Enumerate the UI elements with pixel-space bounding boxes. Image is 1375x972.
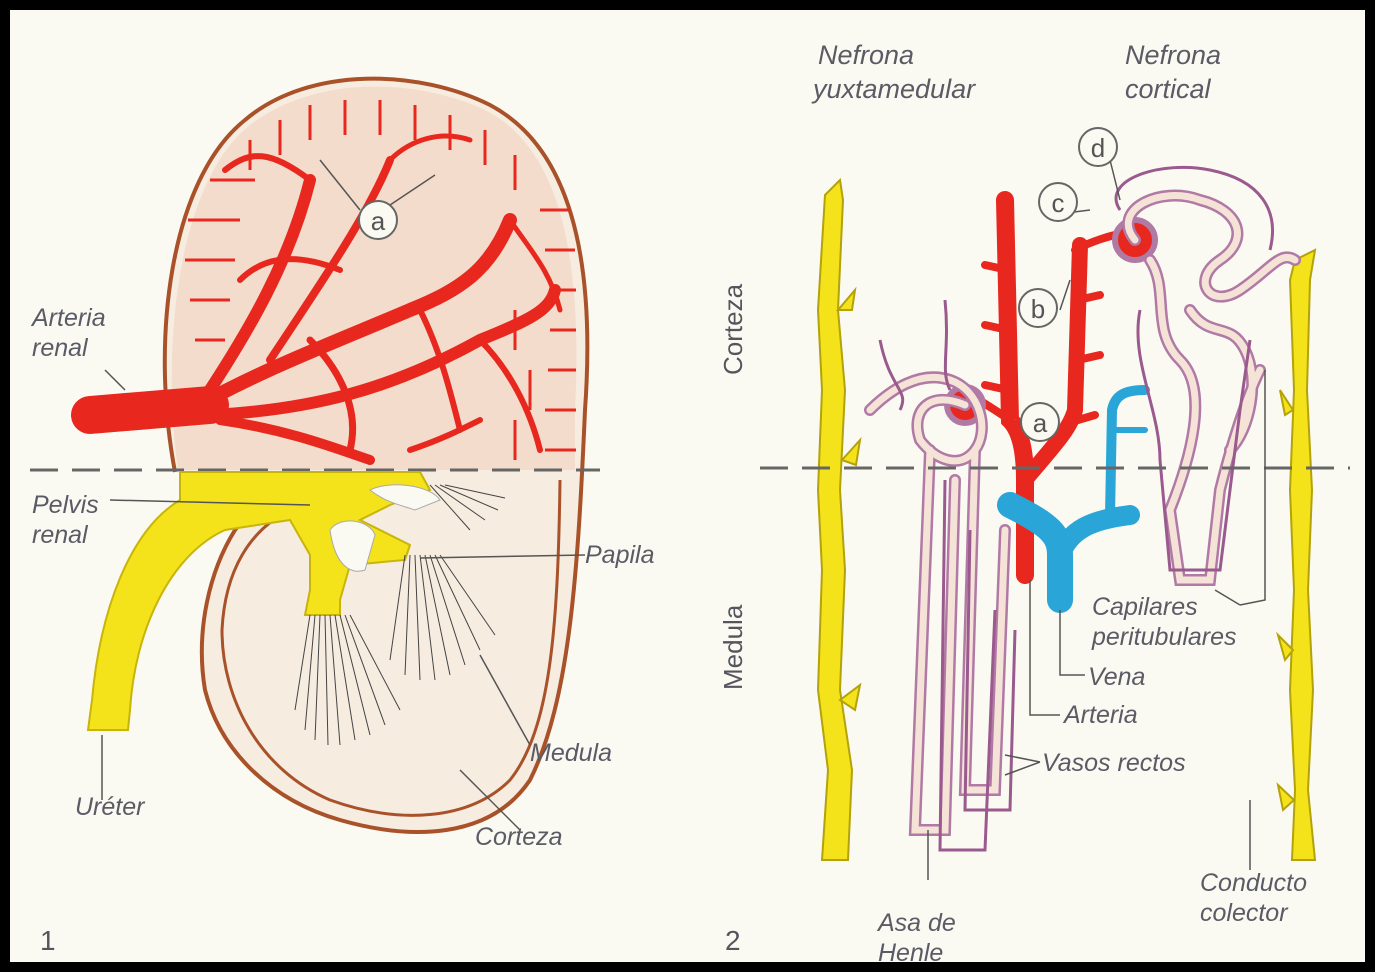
marker-a-panel1: a [358, 200, 398, 240]
diagram-frame: Arteria renal Pelvis renal Papila Medula… [10, 10, 1365, 962]
label-vasos-rectos: Vasos rectos [1042, 748, 1186, 778]
marker-c: c [1038, 182, 1078, 222]
label-arteria: Arteria [1064, 700, 1138, 730]
label-asa-1: Asa de [878, 908, 956, 938]
title-yuxta-2: yuxtamedular [813, 74, 975, 104]
title-yuxta-1: Nefrona [818, 40, 914, 70]
label-papila: Papila [585, 540, 655, 570]
label-capilares-1: Capilares [1092, 592, 1198, 622]
label-vena: Vena [1088, 662, 1145, 692]
kidney-illustration [10, 10, 1365, 962]
marker-b: b [1018, 288, 1058, 328]
zone-medula: Medula [718, 605, 749, 690]
label-pelvis-renal-1: Pelvis [32, 490, 99, 520]
title-cortical-1: Nefrona [1125, 40, 1221, 70]
label-ureter: Uréter [75, 792, 144, 822]
label-medula: Medula [530, 738, 612, 768]
label-pelvis-renal-2: renal [32, 520, 88, 550]
label-corteza: Corteza [475, 822, 563, 852]
zone-corteza: Corteza [718, 284, 749, 375]
label-arteria-renal-1: Arteria [32, 303, 106, 333]
collecting-duct-left [818, 180, 852, 860]
label-conducto-1: Conducto [1200, 868, 1307, 898]
label-conducto-2: colector [1200, 898, 1288, 928]
collecting-duct-right [1290, 250, 1315, 860]
panel-number-1: 1 [40, 925, 56, 957]
label-arteria-renal-2: renal [32, 333, 88, 363]
marker-a-panel2: a [1020, 402, 1060, 442]
panel-number-2: 2 [725, 925, 741, 957]
title-cortical-2: cortical [1125, 74, 1211, 104]
label-capilares-2: peritubulares [1092, 622, 1237, 652]
marker-d: d [1078, 127, 1118, 167]
label-asa-2: Henle [878, 938, 943, 962]
